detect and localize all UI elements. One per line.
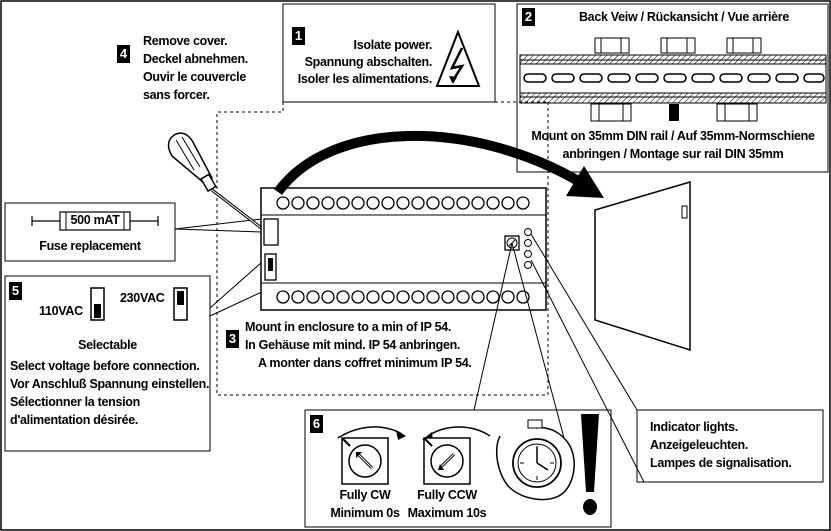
- screwdriver-icon: [167, 132, 265, 232]
- step1-number: 1: [292, 27, 305, 45]
- voltage-230-label: 230VAC: [120, 291, 165, 305]
- selectable-label: Selectable: [78, 338, 137, 352]
- device-cover: [594, 180, 691, 352]
- voltage-switch-110-icon: [90, 287, 105, 321]
- relay-device: [260, 187, 547, 311]
- step5-line-1: Select voltage before connection.: [10, 359, 200, 373]
- step3-number: 3: [226, 330, 239, 348]
- step3-line-1: Mount in enclosure to a min of IP 54.: [245, 320, 452, 334]
- step5-line-3: Sélectionner la tension: [10, 395, 140, 409]
- step1-line-3: Isoler les alimentations.: [297, 72, 433, 86]
- step5-line-4: d'alimentation désirée.: [10, 413, 139, 427]
- high-voltage-warning-icon: [435, 29, 481, 87]
- step4-line-2: Deckel abnehmen.: [143, 52, 248, 66]
- potentiometer-cw-icon: [337, 426, 406, 485]
- cw-line-2: Minimum 0s: [330, 506, 400, 520]
- step4-line-4: sans forcer.: [143, 88, 210, 102]
- exclamation-icon: [581, 414, 599, 515]
- step6-number: 6: [310, 415, 323, 433]
- fuse-icon: [31, 211, 159, 231]
- voltage-110-label: 110VAC: [39, 304, 83, 318]
- potentiometer-ccw-icon: [422, 426, 491, 485]
- step2-caption-line-2: anbringen / Montage sur rail DIN 35mm: [562, 147, 784, 161]
- step3-line-2: In Gehäuse mit mind. IP 54 anbringen.: [245, 338, 461, 352]
- step5-number: 5: [9, 282, 22, 300]
- indicator-line-1: Indicator lights.: [650, 420, 738, 434]
- din-rail-icon: [519, 37, 827, 122]
- stopwatch-icon: [495, 419, 575, 501]
- step2-title: Back Veiw / Rückansicht / Vue arrière: [578, 10, 790, 24]
- ccw-line-2: Maximum 10s: [407, 506, 487, 520]
- indicator-line-2: Anzeigeleuchten.: [650, 438, 748, 452]
- step3-line-3: A monter dans coffret minimum IP 54.: [258, 356, 472, 370]
- step4-number: 4: [117, 45, 130, 63]
- step1-line-1: Isolate power.: [353, 38, 433, 52]
- enclosure-outline: [216, 102, 549, 396]
- step5-line-2: Vor Anschluß Spannung einstellen.: [10, 377, 210, 391]
- step4-line-3: Ouvir le couvercle: [143, 70, 246, 84]
- step4-line-1: Remove cover.: [143, 34, 228, 48]
- indicator-box: [636, 409, 824, 483]
- indicator-line-3: Lampes de signalisation.: [650, 456, 792, 470]
- fuse-rating: 500 mAT: [70, 213, 120, 227]
- fuse-caption: Fuse replacement: [39, 239, 141, 253]
- step1-line-2: Spannung abschalten.: [304, 55, 433, 69]
- ccw-line-1: Fully CCW: [417, 488, 477, 502]
- voltage-switch-230-icon: [173, 287, 188, 321]
- step2-caption-line-1: Mount on 35mm DIN rail / Auf 35mm-Normsc…: [531, 129, 815, 143]
- cw-line-1: Fully CW: [339, 488, 391, 502]
- open-cover-arrow: [273, 130, 604, 198]
- step2-number: 2: [522, 8, 535, 26]
